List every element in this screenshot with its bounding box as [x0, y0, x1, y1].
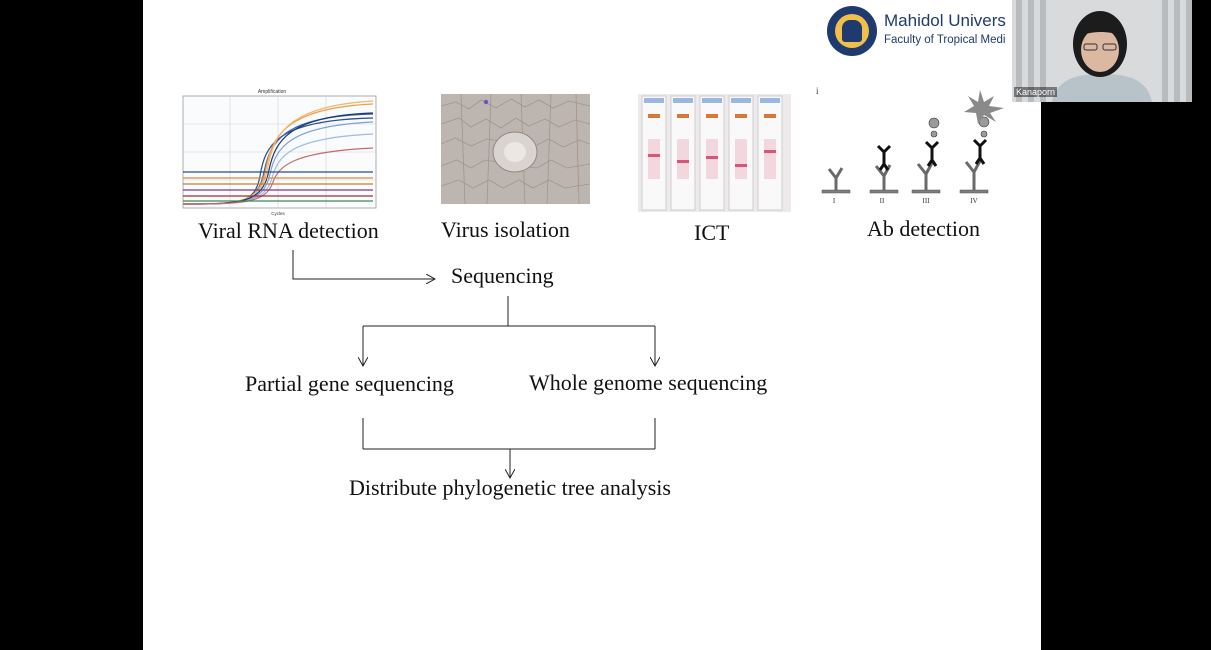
ab-detection-diagram: i I II III IV: [816, 86, 1004, 205]
participant-name: Kanaporn: [1014, 87, 1058, 97]
faculty-name: Faculty of Tropical Medi: [884, 34, 1006, 46]
participant-video-tile[interactable]: [1012, 0, 1192, 102]
ict-strips-image: [638, 94, 791, 212]
distribute-phylogenetic-tree-label: Distribute phylogenetic tree analysis: [349, 475, 671, 500]
ict-label: ICT: [694, 220, 730, 245]
virus-isolation-image: [441, 94, 590, 204]
sequencing-label: Sequencing: [451, 263, 554, 288]
amplification-chart-xlabel: Cycles: [271, 211, 285, 216]
ab-detection-panel-marker: i: [816, 86, 819, 96]
whole-genome-sequencing-label: Whole genome sequencing: [529, 370, 768, 395]
amplification-chart-image: Amplification Cycles: [180, 86, 380, 216]
mahidol-logo: [827, 6, 877, 56]
amplification-chart-title: Amplification: [258, 89, 287, 95]
university-name: Mahidol Univers: [884, 11, 1006, 30]
virus-isolation-label: Virus isolation: [441, 217, 570, 242]
partial-gene-sequencing-label: Partial gene sequencing: [245, 371, 454, 396]
ab-stage-4: IV: [970, 197, 977, 205]
viral-rna-detection-label: Viral RNA detection: [198, 218, 379, 243]
ab-stage-3: III: [923, 197, 931, 205]
ab-detection-label: Ab detection: [867, 216, 981, 241]
ab-stage-2: II: [880, 197, 885, 205]
participant-video-feed: [1012, 0, 1192, 102]
ab-stage-1: I: [833, 197, 836, 205]
